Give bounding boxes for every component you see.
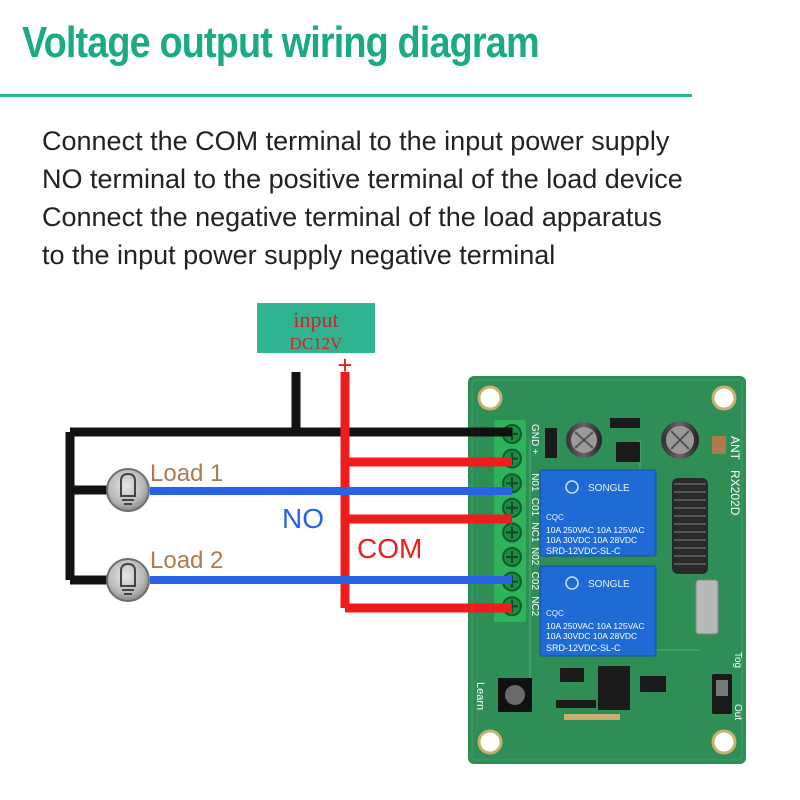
ant-label: ANT xyxy=(728,436,742,461)
relay-cert: CQC xyxy=(546,513,564,522)
page-title: Voltage output wiring diagram xyxy=(22,18,540,67)
learn-button-icon xyxy=(498,678,532,712)
title-underline xyxy=(0,94,692,97)
crystal-icon xyxy=(695,579,719,635)
description-line-3: Connect the negative terminal of the loa… xyxy=(42,202,662,232)
terminal-label: NC2 xyxy=(529,596,540,616)
mount-hole-icon xyxy=(711,385,737,411)
mode-label-bottom: Out xyxy=(732,704,743,720)
description-line-2: NO terminal to the positive terminal of … xyxy=(42,164,683,194)
input-power-box: input DC12V xyxy=(257,303,375,353)
relay-rating-1: 10A 250VAC 10A 125VAC xyxy=(546,525,644,535)
negative-sign: - xyxy=(291,355,301,388)
description-line-4: to the input power supply negative termi… xyxy=(42,240,556,270)
description-line-1: Connect the COM terminal to the input po… xyxy=(42,126,670,156)
mode-switch-icon xyxy=(712,674,732,714)
relay-rating-1: 10A 250VAC 10A 125VAC xyxy=(546,621,644,631)
relay-2: SONGLE CQC 10A 250VAC 10A 125VAC 10A 30V… xyxy=(539,565,657,657)
load-1-label: Load 1 xyxy=(150,460,223,487)
relay-rating-2: 10A 30VDC 10A 28VDC xyxy=(546,535,637,545)
no-label: NO xyxy=(282,503,324,534)
load-2-label: Load 2 xyxy=(150,547,223,574)
input-voltage: DC12V xyxy=(290,334,344,353)
mount-hole-icon xyxy=(711,729,737,755)
capacitor-icon xyxy=(566,422,602,458)
relay-1: SONGLE CQC 10A 250VAC 10A 125VAC 10A 30V… xyxy=(539,469,657,557)
terminal-label: NC1 xyxy=(529,522,540,542)
capacitor-icon xyxy=(661,421,699,459)
terminal-label: C02 xyxy=(529,572,540,591)
relay-brand: SONGLE xyxy=(588,483,630,494)
input-label: input xyxy=(293,307,338,332)
relay-board: SONGLE CQC 10A 250VAC 10A 125VAC 10A 30V… xyxy=(468,376,746,764)
description-text: Connect the COM terminal to the input po… xyxy=(42,122,683,274)
relay-model: SRD-12VDC-SL-C xyxy=(546,643,621,653)
learn-label: Learn xyxy=(474,682,486,710)
chip-icon xyxy=(610,418,640,428)
ic-chip-icon xyxy=(598,666,630,710)
ic-chip-icon xyxy=(560,668,584,682)
load-2: Load 2 xyxy=(106,547,223,602)
positive-sign: + xyxy=(337,350,352,380)
mount-hole-icon xyxy=(477,385,503,411)
songle-logo-icon xyxy=(565,480,579,494)
terminal-label: N01 xyxy=(529,473,540,492)
relay-brand: SONGLE xyxy=(588,579,630,590)
load-1: Load 1 xyxy=(106,460,223,512)
model-label: RX202D xyxy=(728,470,742,516)
terminal-label: N02 xyxy=(529,547,540,566)
terminal-label: GND xyxy=(529,424,540,446)
bulb-icon xyxy=(106,558,150,602)
relay-cert: CQC xyxy=(546,609,564,618)
songle-logo-icon xyxy=(565,576,579,590)
terminal-label: C01 xyxy=(529,498,540,517)
antenna-coil-icon xyxy=(672,478,708,574)
relay-rating-2: 10A 30VDC 10A 28VDC xyxy=(546,631,637,641)
mount-hole-icon xyxy=(477,729,503,755)
mode-label-top: Tog xyxy=(732,652,743,668)
terminal-label: + xyxy=(529,449,540,455)
relay-model: SRD-12VDC-SL-C xyxy=(546,546,621,556)
chip-icon xyxy=(616,442,640,462)
bulb-icon xyxy=(106,468,150,512)
com-label: COM xyxy=(357,533,422,564)
